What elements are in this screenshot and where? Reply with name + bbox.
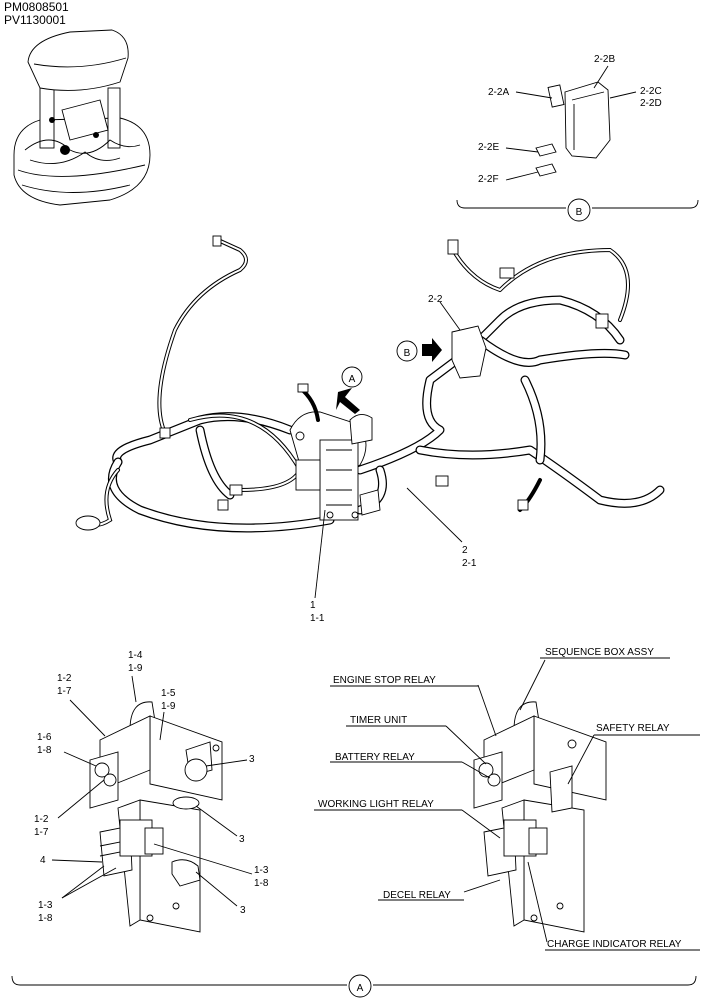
label-timer-unit: TIMER UNIT [350, 715, 407, 726]
view-a-marker-text: A [349, 374, 356, 385]
label-battery-relay: BATTERY RELAY [335, 752, 415, 763]
label-2-2B: 2-2B [594, 54, 615, 65]
drawing-code-1: PM0808501 [4, 0, 69, 14]
label-1-5: 1-5 [161, 688, 176, 699]
drawing-code-2: PV1130001 [4, 13, 66, 27]
label-1-9-b: 1-9 [161, 701, 176, 712]
view-b-marker-text: B [576, 207, 583, 218]
label-1-3-a: 1-3 [254, 865, 269, 876]
label-1: 1 [310, 600, 316, 611]
label-1-9-a: 1-9 [128, 663, 143, 674]
label-1-7-a: 1-7 [57, 686, 72, 697]
label-1-8-b: 1-8 [254, 878, 269, 889]
label-1-6: 1-6 [37, 732, 52, 743]
label-2-2C: 2-2C [640, 86, 662, 97]
view-b-marker-main-text: B [404, 348, 411, 359]
main-harness: A B 2-2 2 2-1 1 1-1 [75, 235, 665, 624]
label-working-light-relay: WORKING LIGHT RELAY [318, 799, 434, 810]
label-2-2-main: 2-2 [428, 294, 443, 305]
label-3-c: 3 [240, 905, 246, 916]
label-2-2A: 2-2A [488, 87, 509, 98]
label-engine-stop-relay: ENGINE STOP RELAY [333, 675, 436, 686]
label-1-8-a: 1-8 [37, 745, 52, 756]
view-a-arrow [336, 388, 360, 414]
view-a-footer-marker [348, 974, 372, 998]
label-charge-indicator-relay: CHARGE INDICATOR RELAY [547, 939, 682, 950]
label-2: 2 [462, 545, 468, 556]
view-b-detail: 2-2A 2-2B 2-2C 2-2D 2-2E 2-2F B [456, 54, 699, 222]
label-1-2-b: 1-2 [34, 814, 49, 825]
label-3-b: 3 [239, 834, 245, 845]
view-a-marker [341, 366, 363, 388]
label-1-3-b: 1-3 [38, 900, 53, 911]
label-4: 4 [40, 855, 46, 866]
view-a-bracket: A [11, 974, 697, 998]
label-1-8-c: 1-8 [38, 913, 53, 924]
label-2-2E: 2-2E [478, 142, 499, 153]
label-2-2D: 2-2D [640, 98, 662, 109]
view-b-arrow [422, 338, 442, 362]
sequence-box-assembly [289, 383, 381, 521]
label-1-2-a: 1-2 [57, 673, 72, 684]
label-1-7-b: 1-7 [34, 827, 49, 838]
machine-thumbnail [13, 29, 151, 206]
view-b-marker-main [396, 340, 418, 362]
label-safety-relay: SAFETY RELAY [596, 723, 670, 734]
label-2-2F: 2-2F [478, 174, 499, 185]
label-1-4: 1-4 [128, 650, 143, 661]
label-3-a: 3 [249, 754, 255, 765]
label-1-1: 1-1 [310, 613, 325, 624]
view-a-footer-marker-text: A [357, 983, 364, 994]
label-sequence-box-assy: SEQUENCE BOX ASSY [545, 647, 654, 658]
sequence-unit-2-2 [451, 325, 487, 379]
label-2-1: 2-1 [462, 558, 477, 569]
view-a-left: 1-4 1-9 1-2 1-7 1-5 1-9 1-6 1-8 3 1-2 1-… [34, 650, 269, 933]
label-decel-relay: DECEL RELAY [383, 890, 451, 901]
view-a-right: SEQUENCE BOX ASSY ENGINE STOP RELAY TIME… [314, 647, 700, 951]
view-b-marker [567, 198, 591, 222]
